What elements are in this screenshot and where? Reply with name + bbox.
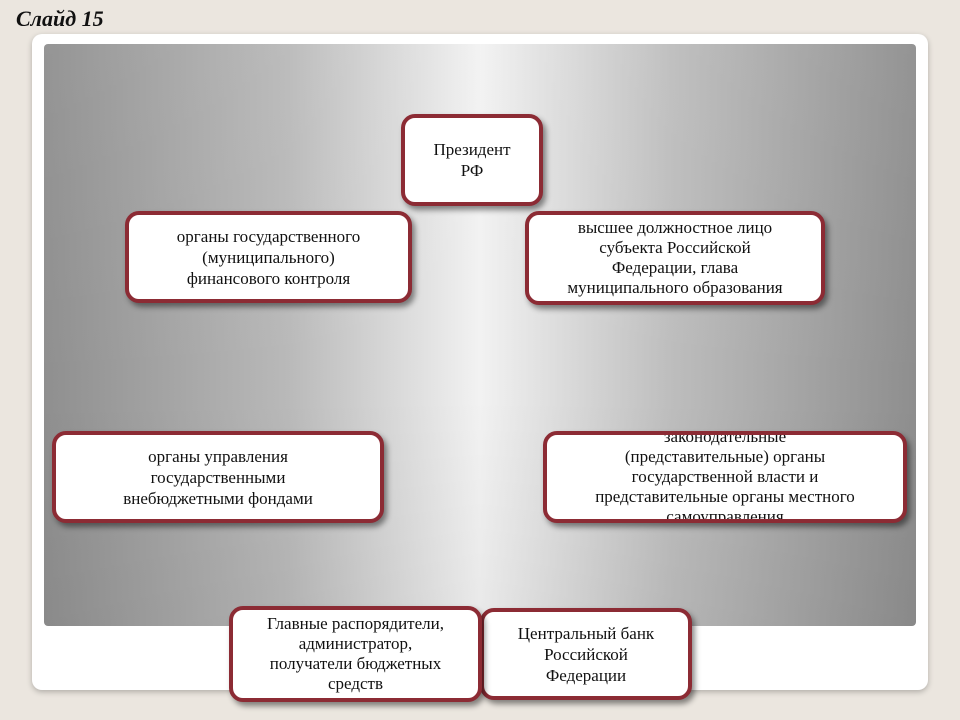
central-bank-box: Центральный банк Российской Федерации xyxy=(480,608,692,700)
financial-control-label: органы государственного (муниципального)… xyxy=(176,226,361,288)
slide-number-label: Слайд 15 xyxy=(16,6,104,31)
budget-managers-box: Главные распорядители, администратор, по… xyxy=(229,606,482,702)
extrabudgetary-funds-label: органы управления государственными внебю… xyxy=(123,446,313,508)
extrabudgetary-funds-box: органы управления государственными внебю… xyxy=(52,431,384,523)
central-bank-label: Центральный банк Российской Федерации xyxy=(517,623,655,685)
legislative-bodies-label: законодательные (представительные) орган… xyxy=(595,431,855,523)
legislative-bodies-box: законодательные (представительные) орган… xyxy=(543,431,907,523)
highest-official-box: высшее должностное лицо субъекта Российс… xyxy=(525,211,825,305)
financial-control-box: органы государственного (муниципального)… xyxy=(125,211,412,303)
budget-managers-label: Главные распорядители, администратор, по… xyxy=(267,614,444,693)
president-box: Президент РФ xyxy=(401,114,543,206)
highest-official-label: высшее должностное лицо субъекта Российс… xyxy=(567,218,783,297)
president-label: Президент РФ xyxy=(433,140,511,180)
